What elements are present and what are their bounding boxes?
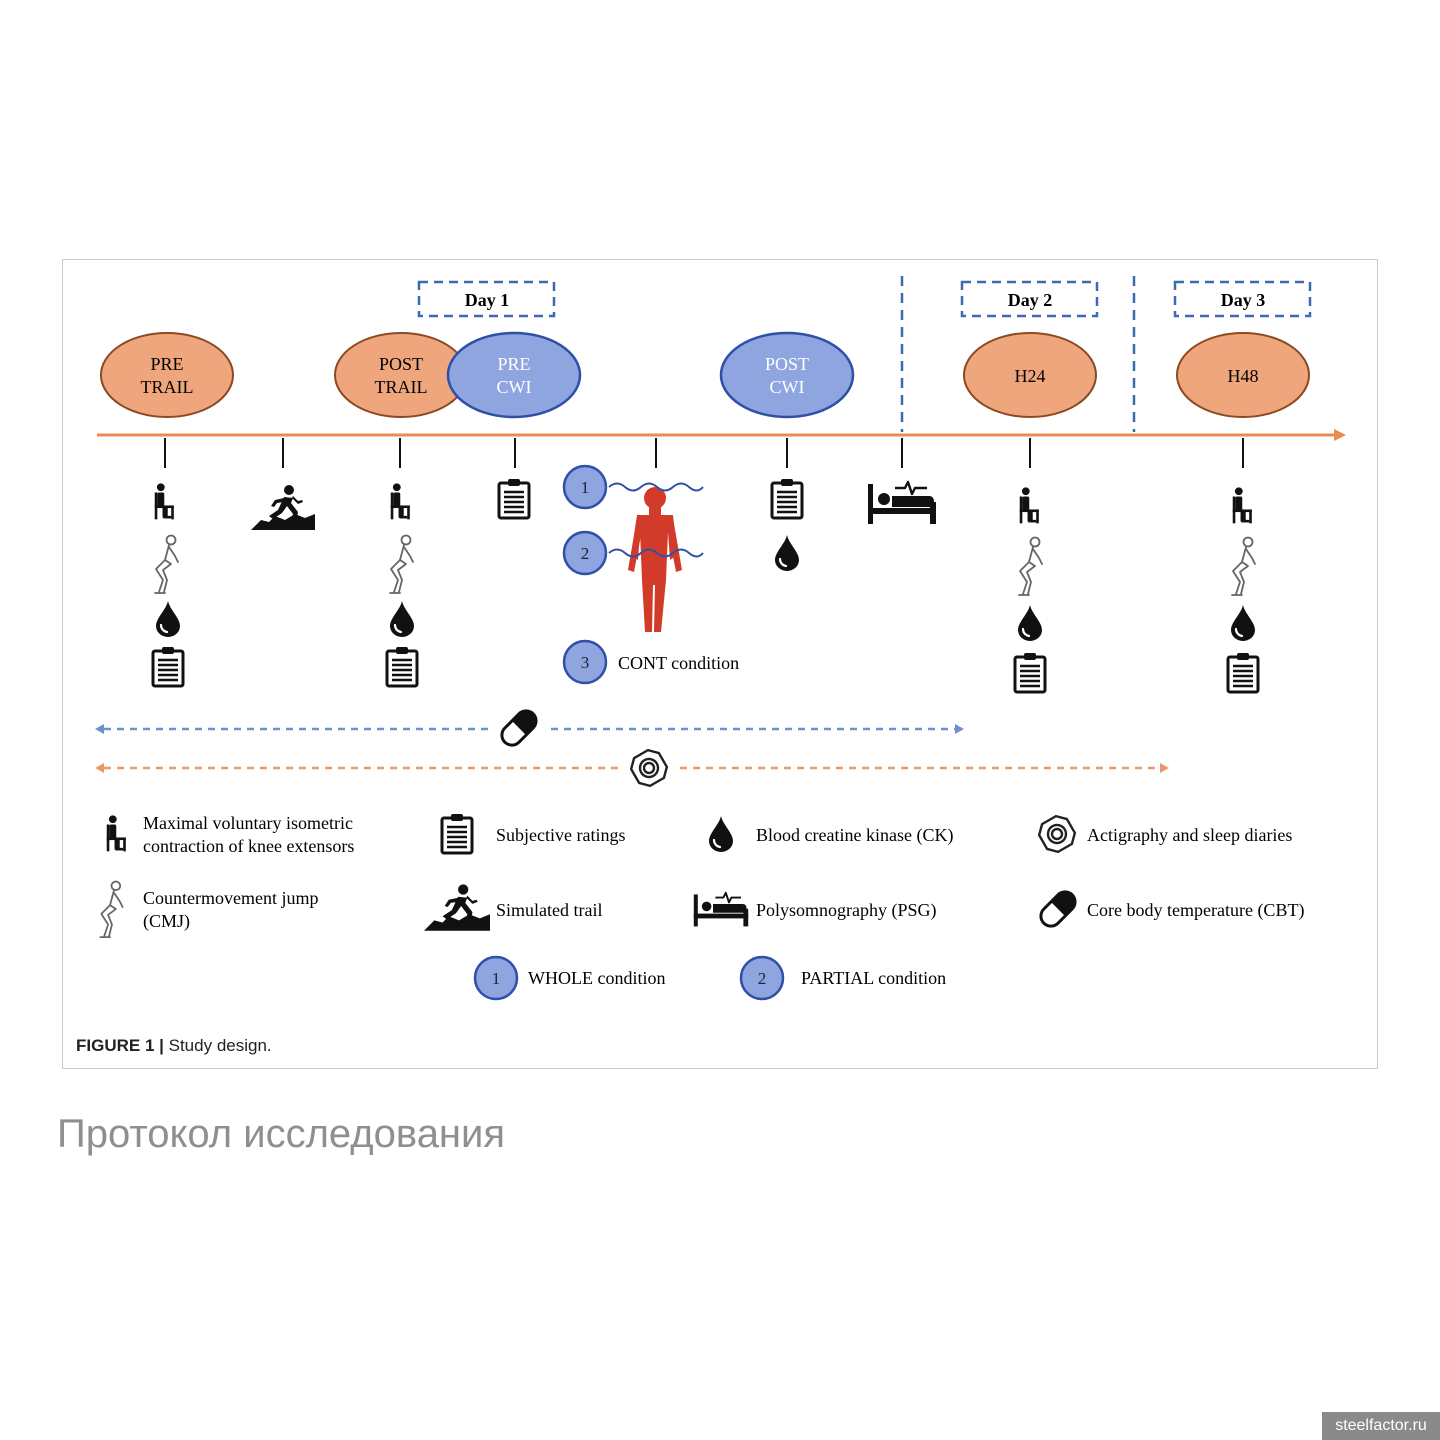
actigraphy-watch-icon (625, 744, 673, 792)
day-2-label: Day 2 (1008, 290, 1053, 310)
day-3-label: Day 3 (1221, 290, 1266, 310)
timepoint-h48: H48 (1176, 332, 1310, 418)
day-2-box: Day 2 (960, 280, 1099, 318)
cbt-range-arrow (95, 724, 964, 734)
timepoint-post-trail: POST TRAIL (334, 332, 468, 418)
pill-icon (496, 705, 542, 751)
legend: Maximal voluntary isometric contraction … (99, 810, 1304, 1001)
legend-partial-number: 2 (758, 969, 767, 988)
post-trail-line-2: TRAIL (375, 377, 428, 397)
runner-icon (424, 884, 490, 931)
blood-drop-icon (1016, 604, 1044, 642)
cmj-icon (389, 534, 414, 594)
pre-trail-line-1: PRE (150, 354, 183, 374)
blood-drop-icon (1229, 604, 1257, 642)
clipboard-icon (1013, 652, 1047, 694)
actigraphy-watch-icon (1033, 810, 1081, 858)
runner-icon (251, 485, 315, 530)
pre-trail-line-2: TRAIL (141, 377, 194, 397)
actigraphy-range-arrow (95, 763, 1169, 773)
legend-whole-number: 1 (492, 969, 501, 988)
bed-icon (693, 891, 749, 928)
blood-drop-icon (388, 600, 416, 638)
figure-frame (62, 259, 1378, 1069)
cmj-icon (154, 534, 179, 594)
legend-subjective: Subjective ratings (496, 825, 625, 845)
clipboard-icon (151, 646, 185, 688)
pre-cwi-line-1: PRE (497, 354, 530, 374)
legend-cmj-line-2: (CMJ) (143, 911, 190, 932)
human-body-icon (628, 487, 682, 632)
mvic-icon (1019, 487, 1039, 524)
condition-1-number: 1 (581, 478, 590, 497)
timepoint-pre-trail: PRE TRAIL (100, 332, 234, 418)
legend-psg: Polysomnography (PSG) (756, 900, 937, 921)
page-caption: Протокол исследования (57, 1112, 506, 1156)
legend-partial: PARTIAL condition (801, 968, 946, 988)
mvic-icon (390, 483, 410, 520)
mvic-icon (1232, 487, 1252, 524)
post-cwi-line-1: POST (765, 354, 809, 374)
legend-cbt: Core body temperature (CBT) (1087, 900, 1304, 921)
h48-label: H48 (1228, 366, 1259, 386)
mvic-icon (154, 483, 174, 520)
pill-icon (1035, 886, 1081, 932)
clipboard-icon (385, 646, 419, 688)
clipboard-icon (440, 812, 474, 855)
condition-2-number: 2 (581, 544, 590, 563)
study-design-diagram: Day 1 Day 2 Day 3 PRE TRAIL POST TRAIL P… (95, 276, 1346, 1001)
blood-drop-icon (773, 534, 801, 572)
timepoint-post-cwi: POST CWI (719, 331, 855, 419)
post-cwi-line-2: CWI (770, 377, 805, 397)
post-trail-line-1: POST (379, 354, 423, 374)
figure-caption-text: Study design. (168, 1036, 272, 1055)
timeline-arrow (97, 429, 1346, 441)
legend-cmj-line-1: Countermovement jump (143, 888, 318, 908)
pre-cwi-line-2: CWI (497, 377, 532, 397)
cmj-icon (1231, 536, 1256, 596)
cmj-icon (1018, 536, 1043, 596)
clipboard-icon (1226, 652, 1260, 694)
water-wave-icon (608, 548, 704, 558)
day-3-box: Day 3 (1173, 280, 1312, 318)
clipboard-icon (497, 478, 531, 520)
clipboard-icon (770, 478, 804, 520)
legend-whole: WHOLE condition (528, 968, 665, 988)
legend-mvic-line-2: contraction of knee extensors (143, 836, 354, 856)
mvic-icon (106, 815, 126, 852)
timepoint-h24: H24 (963, 332, 1097, 418)
legend-mvic-line-1: Maximal voluntary isometric (143, 813, 353, 833)
day-1-box: Day 1 (417, 280, 556, 318)
watermark: steelfactor.ru (1322, 1412, 1440, 1440)
timeline-ticks (164, 438, 1244, 468)
blood-drop-icon (154, 600, 182, 638)
cont-condition-label: CONT condition (618, 653, 739, 673)
day-1-label: Day 1 (465, 290, 510, 310)
cmj-icon (99, 880, 124, 938)
legend-ck: Blood creatine kinase (CK) (756, 825, 953, 846)
cwi-conditions: 1 2 3 CONT condition (562, 464, 739, 685)
h24-label: H24 (1015, 366, 1046, 386)
figure-caption-label: FIGURE 1 | (76, 1036, 164, 1055)
water-wave-icon (608, 482, 704, 492)
blood-drop-icon (707, 814, 735, 854)
timepoint-pre-cwi: PRE CWI (446, 331, 582, 419)
bed-icon (867, 480, 937, 524)
legend-trail: Simulated trail (496, 900, 602, 920)
legend-actigraphy: Actigraphy and sleep diaries (1087, 825, 1292, 845)
condition-3-number: 3 (581, 653, 590, 672)
figure-caption: FIGURE 1 | Study design. (76, 1036, 272, 1056)
